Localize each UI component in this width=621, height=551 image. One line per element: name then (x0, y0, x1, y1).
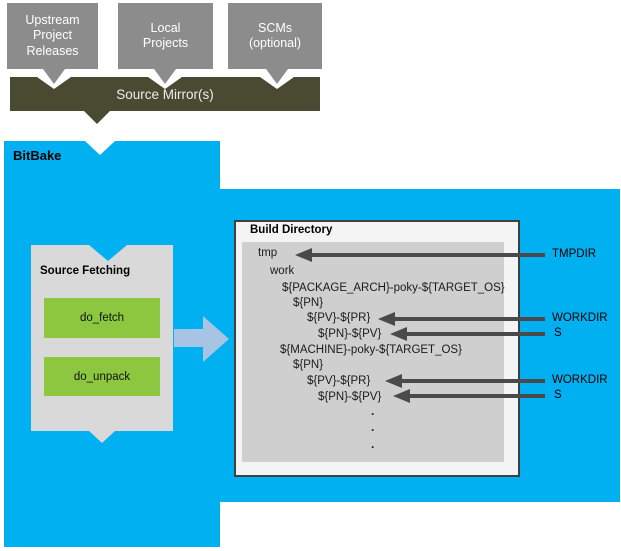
upstream-box-tail (43, 69, 65, 84)
s-arrowhead-icon-2 (393, 389, 410, 403)
do-fetch-label: do_fetch (79, 312, 125, 324)
tmpdir-label: TMPDIR (552, 248, 597, 260)
flow-arrow-shaft (174, 329, 204, 347)
tree-line-work: work (270, 265, 295, 277)
tree-line-pv-pr-2: ${PV}-${PR} (307, 375, 371, 387)
tree-line-pn-2: ${PN} (293, 359, 324, 371)
upstream-project-releases-box: Upstream Project Releases (7, 3, 98, 69)
workdir-label-2: WORKDIR (552, 374, 608, 386)
tree-line-machine: ${MACHINE}-poky-${TARGET_OS} (280, 344, 462, 356)
source-mirror-label: Source Mirror(s) (116, 86, 214, 102)
bitbake-top-notch (85, 141, 115, 155)
local-projects-label: Local Projects (142, 20, 189, 51)
do-fetch-task-box: do_fetch (44, 298, 160, 338)
workdir-arrow-line (393, 317, 545, 321)
tree-line-package-arch: ${PACKAGE_ARCH}-poky-${TARGET_OS} (282, 282, 505, 294)
workdir-arrowhead-icon (378, 312, 395, 326)
workdir-arrow-line-2 (400, 379, 545, 383)
flow-arrow-head-icon (203, 316, 229, 362)
local-projects-box: Local Projects (118, 3, 213, 69)
bitbake-label: BitBake (13, 148, 62, 163)
source-fetching-title: Source Fetching (40, 265, 131, 277)
ellipsis-dot: . (371, 420, 375, 434)
s-arrow-line-2 (408, 394, 545, 398)
s-label: S (554, 327, 562, 339)
directory-tree-panel: tmp work ${PACKAGE_ARCH}-poky-${TARGET_O… (242, 242, 505, 462)
scms-box: SCMs (optional) (228, 3, 322, 69)
tree-line-pn-pv-2: ${PN}-${PV} (318, 391, 382, 403)
scms-box-tail (266, 69, 288, 84)
mirror-tail-arrow (84, 111, 110, 124)
source-fetching-top-notch (89, 245, 127, 261)
ellipsis-dot: . (371, 437, 375, 451)
workdir-label: WORKDIR (552, 312, 608, 324)
source-fetching-panel (31, 245, 173, 431)
build-directory-title: Build Directory (250, 224, 333, 236)
workdir-arrowhead-icon-2 (385, 374, 402, 388)
tree-line-tmp: tmp (258, 247, 278, 259)
source-fetching-bottom-tail (89, 431, 115, 443)
ellipsis-dot: . (371, 404, 375, 418)
scms-label: SCMs (optional) (248, 20, 302, 51)
tree-line-pv-pr: ${PV}-${PR} (307, 312, 371, 324)
upstream-project-releases-label: Upstream Project Releases (25, 12, 80, 58)
do-unpack-label: do_unpack (73, 370, 131, 383)
s-arrow-line (405, 332, 545, 336)
s-label-2: S (554, 389, 562, 401)
tmpdir-arrow-line (310, 253, 545, 257)
local-box-tail (154, 69, 176, 84)
tmpdir-arrowhead-icon (295, 248, 312, 262)
s-arrowhead-icon (390, 327, 407, 341)
tree-line-pn: ${PN} (293, 297, 324, 309)
tree-line-pn-pv: ${PN}-${PV} (318, 328, 382, 340)
do-unpack-task-box: do_unpack (44, 357, 160, 396)
